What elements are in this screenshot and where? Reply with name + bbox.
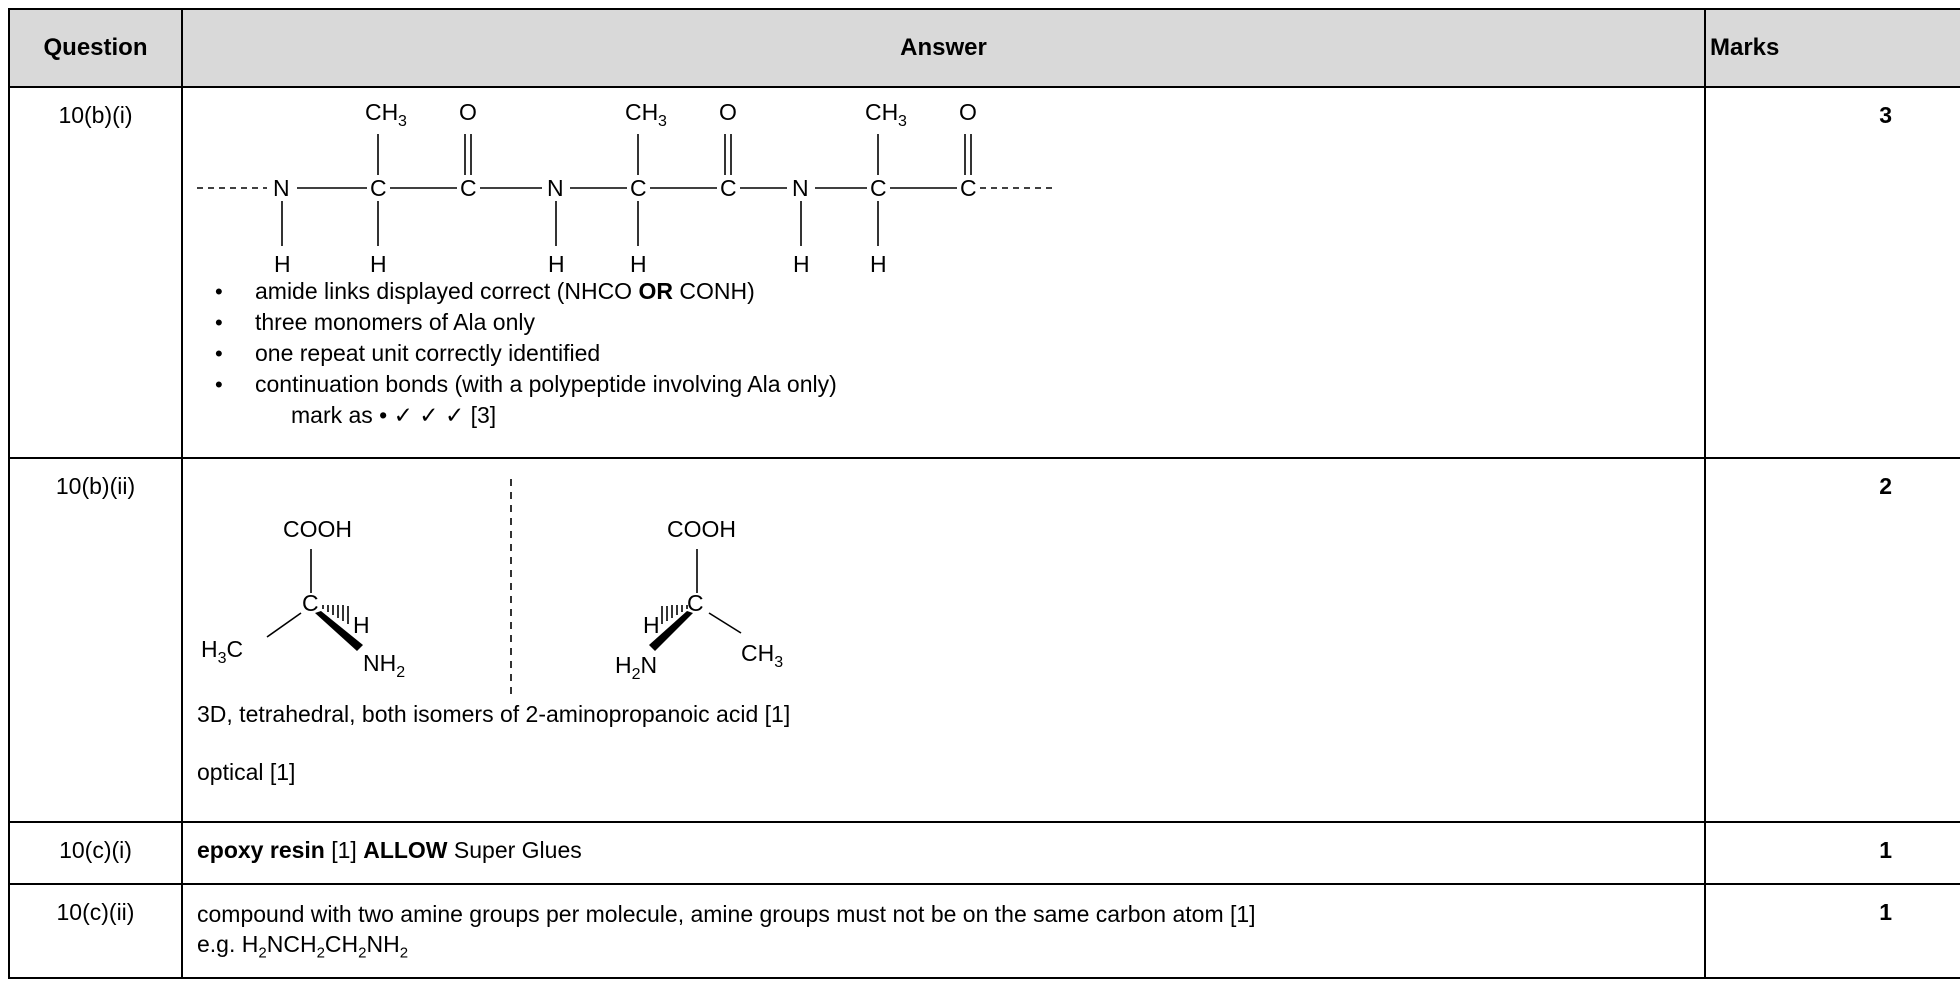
answer-line: optical [1] [197, 759, 296, 785]
oxygen-label: O [719, 99, 737, 125]
hydrogen-label: H [274, 251, 291, 276]
isomers-structure: COOH C H H3C NH2 COOH C H CH3 H2N [197, 467, 1690, 699]
ch3-subscript: 3 [398, 113, 407, 130]
bullet-text: amide links displayed correct (NHCO [255, 278, 639, 304]
ch3-subscript: 3 [898, 113, 907, 130]
question-header: Question [8, 8, 183, 88]
criteria-list: amide links displayed correct (NHCO OR C… [197, 276, 1690, 400]
nitrogen-label: N [547, 175, 564, 201]
hydrogen-label: H [548, 251, 565, 276]
methyl-label: H3C [201, 636, 243, 667]
marks-value: 2 [1879, 473, 1892, 499]
marks-header: Marks [1704, 8, 1960, 88]
ch3-subscript: 3 [658, 113, 667, 130]
answer-cell: compound with two amine groups per molec… [181, 883, 1706, 979]
cooh-label: COOH [283, 516, 352, 542]
answer-bold: epoxy resin [197, 837, 325, 863]
marks-cell: 2 [1704, 457, 1960, 823]
example-formula: e.g. H2NCH2CH2NH2 [197, 931, 409, 962]
header-row: Question Answer Marks [8, 8, 1960, 88]
question-cell: 10(b)(ii) [8, 457, 183, 823]
answer-line: compound with two amine groups per molec… [197, 901, 1256, 927]
oxygen-label: O [959, 99, 977, 125]
carbon-label: C [460, 175, 477, 201]
marks-cell: 1 [1704, 883, 1960, 979]
carbon-label: C [720, 175, 737, 201]
oxygen-label: O [459, 99, 477, 125]
carbon-label: C [302, 590, 319, 616]
marks-value: 1 [1879, 837, 1892, 863]
carbon-label: C [370, 175, 387, 201]
hydrogen-label: H [643, 612, 660, 638]
amine-label: H2N [615, 652, 657, 683]
bullet-bold: OR [638, 278, 673, 304]
nitrogen-label: N [273, 175, 290, 201]
ch3-label: CH [865, 99, 898, 125]
bullet-text: CONH) [672, 278, 755, 304]
hydrogen-label: H [870, 251, 887, 276]
amine-label: NH2 [363, 650, 405, 681]
carbon-label: C [960, 175, 977, 201]
answer-text: Super Glues [447, 837, 582, 863]
question-cell: 10(c)(ii) [8, 883, 183, 979]
answer-header: Answer [181, 8, 1706, 88]
answer-text: [1] [324, 837, 364, 863]
table-row: 10(b)(ii) [8, 457, 1960, 823]
list-item: one repeat unit correctly identified [197, 338, 1690, 369]
nitrogen-label: N [792, 175, 809, 201]
carbon-label: C [687, 590, 704, 616]
carbon-label: C [870, 175, 887, 201]
cooh-label: COOH [667, 516, 736, 542]
hydrogen-label: H [370, 251, 387, 276]
marks-cell: 1 [1704, 821, 1960, 885]
answer-cell: COOH C H H3C NH2 COOH C H CH3 H2N 3D, te… [181, 457, 1706, 823]
table-row: 10(c)(i) epoxy resin [1] ALLOW Super Glu… [8, 821, 1960, 885]
hydrogen-label: H [353, 612, 370, 638]
question-cell: 10(b)(i) [8, 86, 183, 459]
answer-line: 3D, tetrahedral, both isomers of 2-amino… [197, 701, 791, 727]
table-row: 10(c)(ii) compound with two amine groups… [8, 883, 1960, 979]
mark-as-note: mark as • ✓ ✓ ✓ [3] [291, 402, 497, 428]
polypeptide-diagram: CH 3 O CH 3 O CH 3 O N C C N C [197, 99, 1057, 276]
answer-cell: epoxy resin [1] ALLOW Super Glues [181, 821, 1706, 885]
methyl-label: CH3 [741, 640, 783, 671]
mark-scheme-page: Question Answer Marks 10(b)(i) [8, 8, 1960, 1000]
list-item: amide links displayed correct (NHCO OR C… [197, 276, 1690, 307]
ch3-label: CH [365, 99, 398, 125]
hydrogen-label: H [793, 251, 810, 276]
table-row: 10(b)(i) [8, 86, 1960, 459]
answer-cell: CH 3 O CH 3 O CH 3 O N C C N C [181, 86, 1706, 459]
list-item: three monomers of Ala only [197, 307, 1690, 338]
polypeptide-structure: CH 3 O CH 3 O CH 3 O N C C N C [197, 96, 1690, 276]
question-cell: 10(c)(i) [8, 821, 183, 885]
isomers-diagram: COOH C H H3C NH2 COOH C H CH3 H2N [201, 479, 783, 695]
marks-cell: 3 [1704, 86, 1960, 459]
marks-value: 1 [1879, 899, 1892, 925]
carbon-label: C [630, 175, 647, 201]
ch3-label: CH [625, 99, 658, 125]
mark-scheme-table: Question Answer Marks 10(b)(i) [8, 8, 1960, 979]
marks-value: 3 [1879, 102, 1892, 128]
list-item: continuation bonds (with a polypeptide i… [197, 369, 1690, 400]
answer-bold: ALLOW [363, 837, 448, 863]
hydrogen-label: H [630, 251, 647, 276]
